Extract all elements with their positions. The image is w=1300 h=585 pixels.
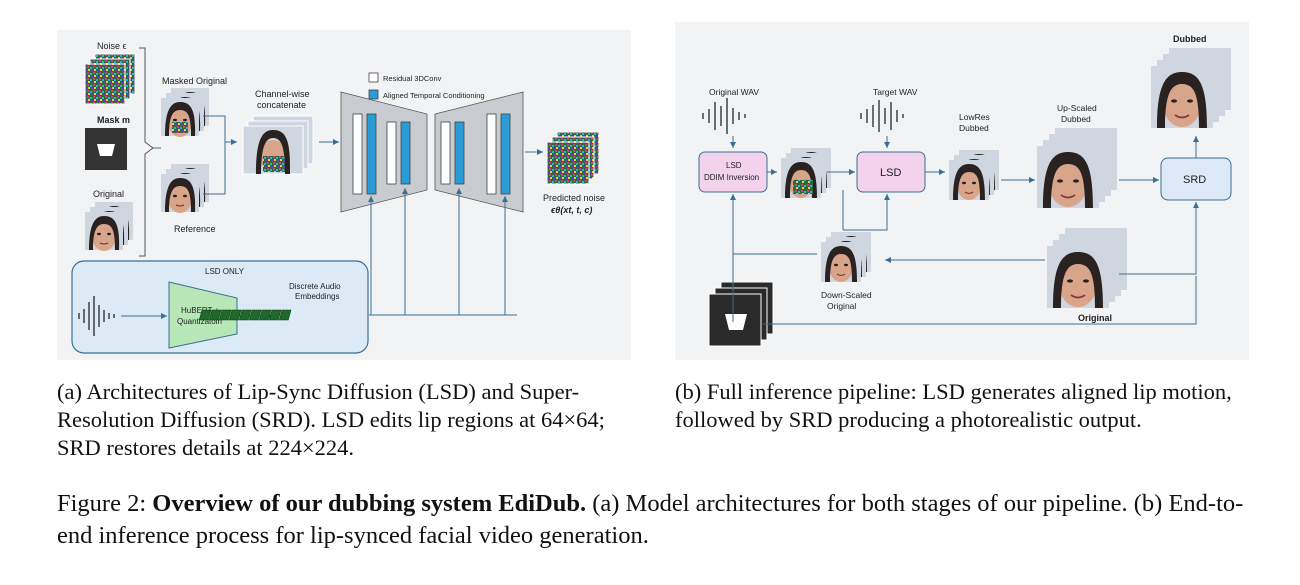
hubert-label-1: HuBERT +	[181, 306, 219, 315]
pipeline-diagram: Dubbed Original WAV LSD DDIM Inversion T…	[698, 34, 1232, 347]
srd-label: SRD	[1183, 174, 1206, 186]
mask-image	[85, 128, 127, 170]
figure-description: (a) Model architectures for both stages …	[57, 490, 1244, 549]
legend-residual-swatch	[368, 72, 379, 83]
original-wav-label: Original WAV	[709, 87, 759, 97]
legend: Residual 3DConv Aligned Temporal Conditi…	[368, 72, 485, 100]
figure-panel-a: Noise ϵ Mask m Original Masked Original …	[57, 30, 631, 360]
mask-label: Mask m	[97, 115, 130, 125]
lowres-dubbed-stack	[948, 149, 1000, 201]
predicted-noise-formula: ϵθ(xt, t, c)	[551, 205, 592, 215]
figure-panel-b: Dubbed Original WAV LSD DDIM Inversion T…	[675, 22, 1249, 360]
lsd-inv-label-2: DDIM Inversion	[704, 173, 759, 182]
legend-residual-label: Residual 3DConv	[383, 74, 442, 83]
audio-embeddings	[198, 309, 292, 321]
dubbed-label: Dubbed	[1173, 34, 1207, 44]
audio-emb-label-1: Discrete Audio	[289, 282, 341, 291]
legend-aligned-swatch	[368, 89, 379, 100]
legend-aligned-label: Aligned Temporal Conditioning	[383, 91, 485, 100]
lsd-ddim-inversion-box	[698, 151, 768, 193]
concat-label-1: Channel-wise	[255, 89, 310, 99]
unet-encoder	[340, 91, 428, 213]
figure-title: Overview of our dubbing system EdiDub.	[152, 490, 587, 517]
noise-stack	[84, 53, 136, 105]
lowres-label-1: LowRes	[959, 112, 990, 122]
upscaled-dubbed-stack	[1036, 127, 1118, 209]
downscaled-original-stack	[820, 231, 872, 283]
predicted-noise-stack	[546, 131, 600, 185]
lsd-label: LSD	[880, 167, 901, 179]
mask-stack	[708, 281, 774, 347]
noise-label: Noise ϵ	[97, 41, 127, 51]
target-wav-icon	[860, 100, 904, 132]
downscaled-label-2: Original	[827, 301, 856, 311]
reference-stack	[160, 163, 210, 214]
input-bracket	[139, 47, 154, 257]
caption-panel-a: (a) Architectures of Lip-Sync Diffusion …	[57, 379, 605, 460]
lsd-inv-label-1: LSD	[726, 161, 742, 170]
downscaled-label-1: Down-Scaled	[821, 290, 872, 300]
upscaled-label-2: Dubbed	[1061, 114, 1091, 124]
original-label: Original	[93, 189, 124, 199]
audio-waveform-icon	[78, 296, 115, 336]
original-stack	[84, 201, 134, 252]
figure-number: Figure 2:	[57, 490, 153, 517]
hubert-label-2: Quantizatoin	[177, 317, 222, 326]
masked-original-stack	[160, 87, 210, 138]
concat-stack	[242, 115, 314, 175]
unet-decoder	[434, 91, 524, 213]
architecture-diagram: Noise ϵ Mask m Original Masked Original …	[71, 41, 605, 354]
reference-label: Reference	[174, 224, 216, 234]
concat-label-2: concatenate	[257, 100, 306, 110]
masked-original-label: Masked Original	[162, 76, 227, 86]
figure-caption: Figure 2: Overview of our dubbing system…	[57, 488, 1257, 552]
upscaled-label-1: Up-Scaled	[1057, 103, 1097, 113]
predicted-noise-label: Predicted noise	[543, 193, 605, 203]
caption-panel-b: (b) Full inference pipeline: LSD generat…	[675, 379, 1232, 432]
original-wav-icon	[702, 98, 746, 134]
target-wav-label: Target WAV	[873, 87, 918, 97]
original-label: Original	[1078, 313, 1112, 323]
lsd-only-label: LSD ONLY	[205, 267, 245, 276]
noised-latent-stack	[780, 147, 832, 199]
original-stack	[1046, 227, 1128, 309]
audio-emb-label-2: Embeddings	[295, 292, 339, 301]
lowres-label-2: Dubbed	[959, 123, 989, 133]
dubbed-stack	[1150, 47, 1232, 129]
